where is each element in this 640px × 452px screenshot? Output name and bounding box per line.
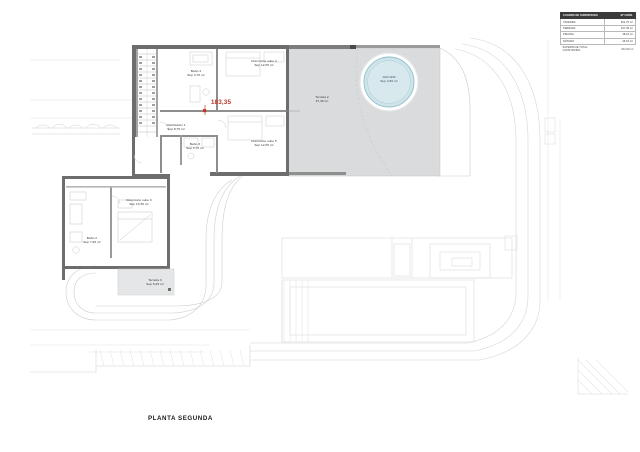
service-boxes [504, 117, 556, 251]
staircase-nosings [139, 56, 155, 124]
room-area: Sup 12,05 m² [254, 62, 274, 67]
room-label-bano-4: Baño 4 Sup 3,70 m² [187, 69, 205, 78]
room-area: 37,30 m² [315, 98, 329, 103]
jacuzzi-basin [359, 52, 419, 112]
lower-level-outline [281, 237, 513, 279]
table-row: SÓTANO 46,15 m² [560, 37, 636, 45]
room-name: Dormitorio suite 3 [126, 198, 152, 202]
bedroom-5-furniture [227, 115, 285, 141]
bedroom-4-furniture [225, 51, 285, 77]
room-label-bano-2: Baño 2 Sup 7,05 m² [83, 236, 101, 245]
table-total-row: SUPERFICIE TOTAL CONSTRUIDA 512,00 m² [560, 43, 636, 54]
room-name: Terraza 2 [315, 95, 329, 99]
dimension-line [203, 105, 300, 115]
room-name: Baño 2 [86, 236, 98, 240]
room-name: Baño 4 [190, 69, 202, 73]
room-name: Dormitorio suite 4 [251, 59, 277, 63]
room-name: Dormitorio suite 5 [251, 139, 277, 143]
room-area: Sup 12,05 m² [254, 142, 274, 147]
suite-3-walls [62, 137, 170, 280]
room-area: Sup 8,75 m² [167, 126, 185, 131]
room-area: Sup 3,80 m² [380, 78, 398, 83]
plan-title: PLANTA SEGUNDA [148, 415, 213, 422]
room-label-distribuidor-1: Distribuidor 1 Sup 8,75 m² [166, 123, 186, 132]
room-label-jacuzzi: JACUZZI Sup 3,80 m² [380, 75, 398, 84]
terrace-3-slab [117, 268, 175, 296]
room-label-dormitorio-suite-3: Dormitorio suite 3 Sup 13,35 m² [126, 198, 152, 207]
corner-hatch [577, 358, 629, 395]
bottom-contours [30, 345, 251, 373]
bathroom-2-fixtures [69, 191, 87, 254]
driveway-curves [65, 171, 249, 321]
site-boundary [250, 37, 541, 361]
total-value: 512,00 m² [604, 43, 636, 54]
room-name: JACUZZI [382, 75, 396, 79]
dimension-value: 183,35 [210, 99, 232, 106]
bedroom-3-furniture [117, 199, 153, 243]
door-swings [111, 119, 227, 205]
terrain-hatch [32, 124, 120, 135]
site-context-lines [30, 40, 561, 353]
staircase [138, 49, 156, 137]
bathroom-3-fixtures [183, 137, 215, 160]
total-label: SUPERFICIE TOTAL CONSTRUIDA [560, 43, 605, 54]
pool-outline [281, 279, 475, 343]
room-name: Baño 3 [189, 142, 201, 146]
bottom-hatch [99, 349, 245, 367]
room-label-terraza-2: Terraza 2 37,30 m² [315, 95, 329, 104]
deck-curve [355, 47, 393, 177]
room-name: Distribuidor 1 [166, 123, 186, 127]
room-area: Sup 13,35 m² [129, 201, 149, 206]
row-value: 46,15 m² [604, 37, 636, 45]
room-area: Sup 3,70 m² [187, 72, 205, 77]
room-label-dormitorio-suite-5: Dormitorio suite 5 Sup 12,05 m² [251, 139, 277, 148]
room-name: Terraza 3 [148, 278, 162, 282]
room-area: Sup 7,05 m² [83, 239, 101, 244]
bathroom-4-fixtures [189, 51, 213, 103]
lower-level-hatch [283, 280, 309, 342]
room-area: Sup 6,25 m² [146, 281, 164, 286]
surface-area-table: CUADRO DE SUPERFICIES M² CONS. VIVIENDA … [560, 11, 636, 54]
room-label-terraza-3: Terraza 3 Sup 6,25 m² [146, 278, 164, 287]
room-label-bano-3: Baño 3 Sup 3,70 m² [186, 142, 204, 151]
room-area: Sup 3,70 m² [186, 145, 204, 150]
terrace-edge [436, 47, 471, 177]
room-label-dormitorio-suite-4: Dormitorio suite 4 Sup 12,05 m² [251, 59, 277, 68]
surface-table-body: VIVIENDA 401,70 m² TERRAZA 107,35 m² PIS… [560, 18, 636, 54]
